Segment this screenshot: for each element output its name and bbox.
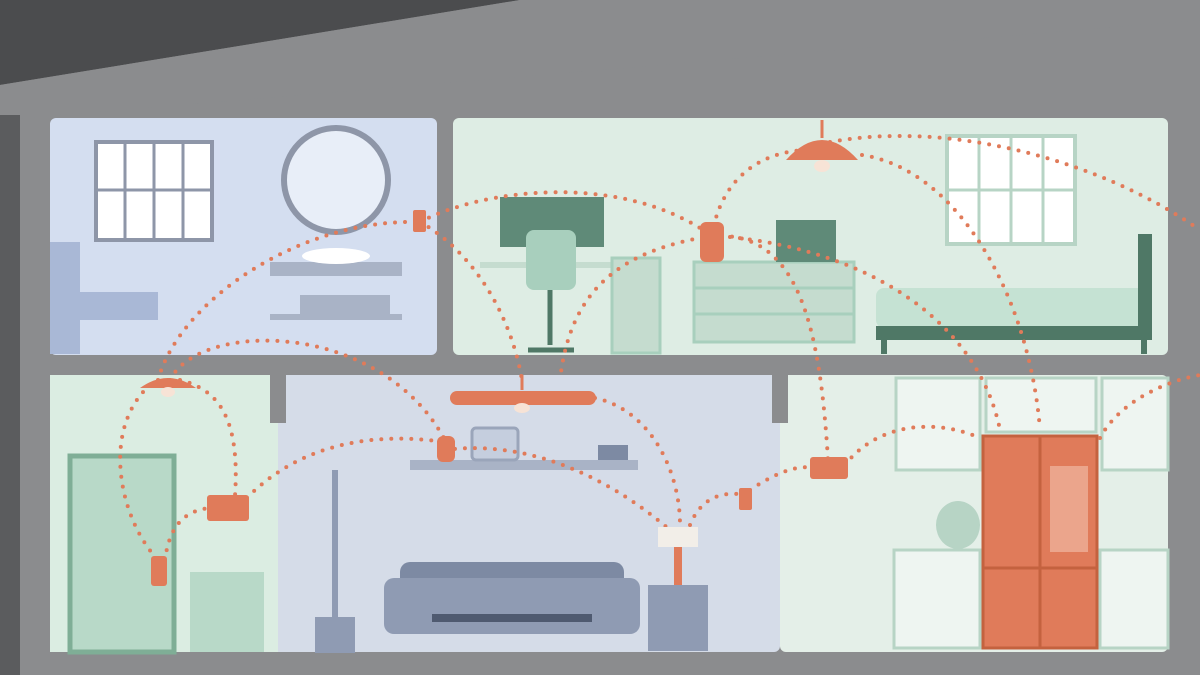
plant-pot: [598, 445, 628, 460]
upper-cabinet: [984, 376, 1098, 434]
smart-fridge-icon[interactable]: [981, 434, 1099, 650]
picture-frame: [470, 426, 520, 462]
dresser: [692, 260, 856, 344]
floor-plant: [315, 470, 355, 653]
outer-wall: [0, 115, 20, 675]
towels: [300, 295, 390, 315]
bed: [876, 234, 1152, 354]
printer: [776, 220, 836, 262]
toilet: [50, 242, 158, 354]
radiator: [190, 572, 264, 652]
smart-switch-icon[interactable]: [413, 210, 426, 232]
lower-cabinet: [1098, 548, 1170, 650]
pendant-light-icon[interactable]: [140, 378, 196, 397]
smart-display-icon[interactable]: [810, 457, 848, 479]
upper-cabinet: [1100, 376, 1170, 472]
sofa: [384, 562, 640, 634]
smart-lock-icon[interactable]: [151, 556, 167, 586]
shelf: [270, 314, 402, 320]
bedroom-window: [945, 134, 1077, 246]
connection-lines: [118, 133, 1200, 562]
thermostat-icon[interactable]: [207, 495, 249, 521]
smart-switch-icon[interactable]: [739, 488, 752, 510]
wall-stub: [772, 375, 788, 423]
office-chair: [526, 230, 576, 290]
side-table: [648, 585, 708, 651]
vase: [936, 501, 980, 549]
pendant-light-icon[interactable]: [786, 120, 858, 172]
security-camera-icon[interactable]: [437, 436, 455, 462]
wall-shelf: [410, 460, 638, 470]
roof-edge: [0, 0, 1200, 120]
smart-speaker-icon[interactable]: [700, 222, 724, 262]
upper-cabinet: [894, 376, 982, 472]
mirror: [281, 125, 391, 235]
smart-lamp-icon[interactable]: [658, 527, 698, 585]
lower-cabinet: [892, 548, 982, 650]
desk-drawers: [610, 256, 662, 355]
vanity-shelf: [270, 262, 402, 276]
wall-stub: [270, 375, 286, 423]
sink: [302, 248, 370, 264]
ceiling-fan-icon[interactable]: [450, 375, 596, 413]
bathroom-window: [94, 140, 214, 242]
